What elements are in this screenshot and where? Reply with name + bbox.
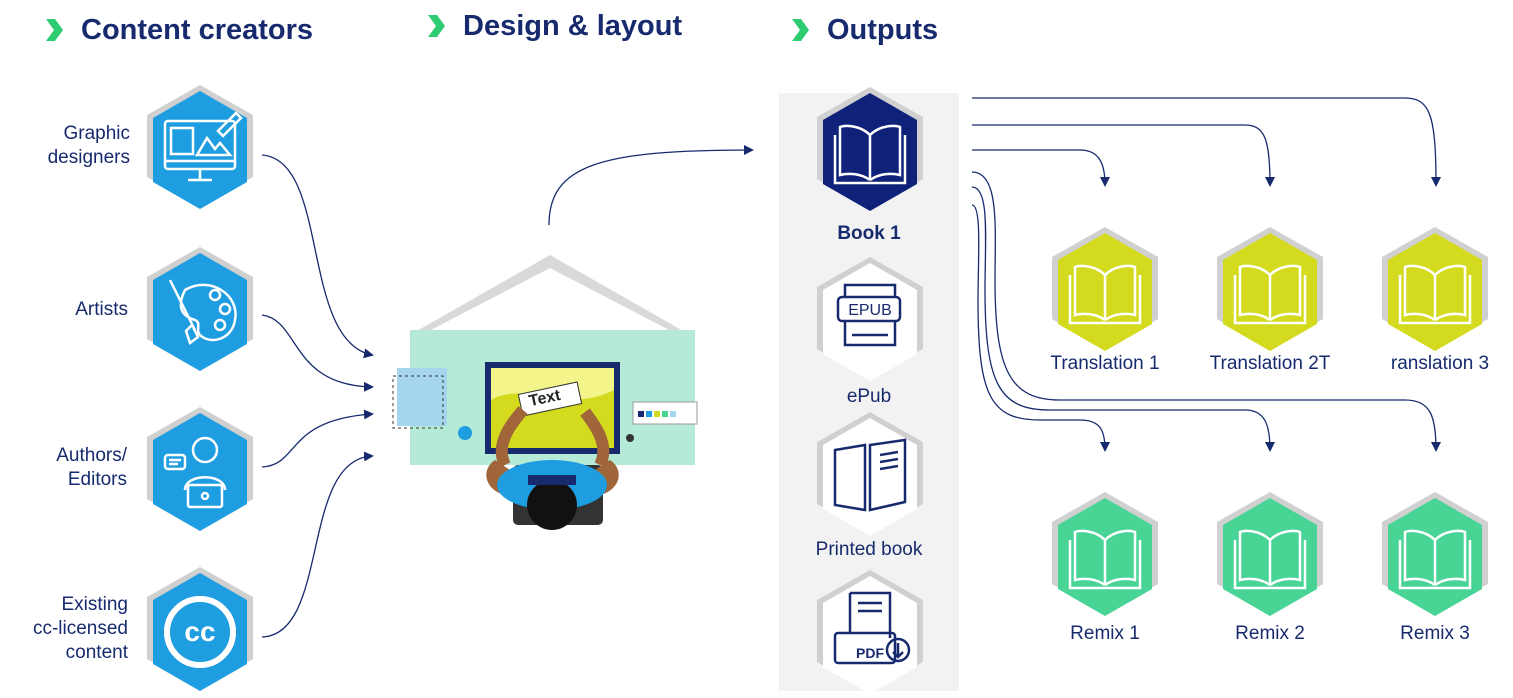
printed-book-label: Printed book [815,539,923,560]
translation3-label: ranslation 3 [1390,353,1490,374]
translation3-hexagon [1382,227,1488,351]
pdf-icon-text: PDF [856,645,884,661]
authors-editors-label: Authors/ Editors [20,444,127,492]
header-design-layout: Design & layout [425,6,682,46]
printed-book-hexagon [817,412,923,536]
printed-book-icon [833,438,907,512]
remix3-hexagon [1382,492,1488,616]
open-book-icon [1398,264,1472,325]
header-content-creators: Content creators [43,10,313,50]
graphic-designers-hexagon [147,85,253,209]
monitor-design-icon [163,111,243,182]
arrow-book-to-remix3 [971,171,1441,452]
book1-label: Book 1 [837,223,901,244]
cc-icon-text: cc [184,616,216,647]
existing-cc-label: Existing cc-licensed content [10,593,128,665]
author-laptop-icon [163,436,227,509]
arrow-cc-to-design [261,451,374,638]
label-line: designers [47,147,130,168]
label-line: Existing [61,594,128,615]
arrow-book-to-remix2 [971,186,1275,452]
header-title: Outputs [827,13,939,46]
open-book-icon [1233,264,1307,325]
design-illustration [392,255,698,530]
arrow-book-to-remix1 [971,204,1110,452]
translation2-hexagon [1217,227,1323,351]
translation1-hexagon [1052,227,1158,351]
artists-hexagon [147,247,253,371]
graphic-designers-label: Graphic designers [20,122,130,170]
label-line: content [65,642,128,663]
artists-label: Artists [75,299,128,320]
remix2-label: Remix 2 [1235,623,1305,644]
label-line: Authors/ [56,445,127,466]
label-line: cc-licensed [32,618,128,639]
pdf-hexagon [817,570,923,694]
authors-editors-hexagon [147,407,253,531]
header-title: Design & layout [463,9,683,42]
open-book-icon [1398,529,1472,590]
label-line: Graphic [63,123,130,144]
chevron-right-icon [428,15,445,37]
chevron-right-icon [792,19,809,41]
arrow-authors-to-design [261,409,374,468]
open-book-icon [1068,529,1142,590]
arrow-book-to-translation3 [972,97,1441,187]
translation1-label: Translation 1 [1050,353,1160,374]
book1-hexagon [817,87,923,211]
epub-label: ePub [846,386,892,407]
epub-hexagon [817,257,923,381]
arrow-designers-to-design [261,154,374,359]
arrow-design-to-book [548,145,754,226]
arrow-book-to-translation1 [972,149,1110,187]
pdf-download-icon [833,591,911,665]
label-line: Editors [67,469,127,490]
open-book-icon [1233,529,1307,590]
swatches [638,411,676,417]
translation2-label: Translation 2T [1209,353,1331,374]
chevron-right-icon [46,19,63,41]
cc-content-hexagon [147,567,253,691]
remix1-label: Remix 1 [1070,623,1140,644]
epub-book-icon [836,283,902,347]
arrow-artists-to-design [261,314,374,392]
open-book-icon [833,124,907,185]
header-title: Content creators [81,13,314,46]
open-book-icon [1068,264,1142,325]
remix3-label: Remix 3 [1400,623,1470,644]
epub-icon-text: EPUB [848,302,892,319]
remix2-hexagon [1217,492,1323,616]
header-outputs: Outputs [789,10,938,50]
arrow-book-to-translation2 [972,124,1275,187]
paint-palette-icon [168,279,237,346]
cc-icon [164,596,236,668]
remix1-hexagon [1052,492,1158,616]
